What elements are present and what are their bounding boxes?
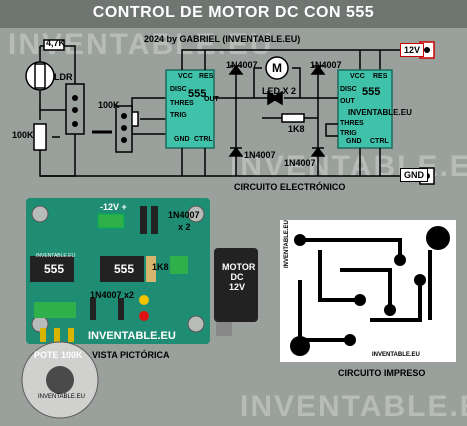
pot-label-left: 100K (12, 130, 34, 140)
pcb-side-text: INVENTABLE.EU (284, 220, 290, 268)
pictorial-12v: -12V + (100, 202, 127, 212)
ic1-vcc: VCC (178, 73, 193, 80)
pcb-caption: CIRCUITO IMPRESO (338, 368, 426, 378)
pictorial-diode-count: x 2 (178, 222, 191, 232)
ic2-out: OUT (340, 98, 355, 105)
schematic-diagram (25, 39, 435, 185)
gnd-label: GND (400, 168, 428, 182)
pictorial-brand: INVENTABLE.EU (88, 330, 176, 342)
ic2-trig: TRIG (340, 130, 357, 137)
pictorial-ic-left: 555 (44, 262, 65, 276)
title-bar (0, 0, 467, 28)
pictorial-pot-brand: INVENTABLE.EU (38, 394, 85, 400)
pcb-traces (290, 226, 450, 356)
motor-symbol-label: M (272, 61, 282, 75)
ic1-name: 555 (188, 88, 207, 100)
pot-label: 100K (98, 100, 120, 110)
pictorial-ic-right: 555 (114, 262, 135, 276)
ic1-gnd: GND (174, 136, 190, 143)
diode-label-top-right: 1N4007 (310, 60, 342, 70)
schematic-caption: CIRCUITO ELECTRÓNICO (234, 182, 346, 192)
ic1-ctrl: CTRL (194, 136, 213, 143)
supply-12v-label: 12V (400, 43, 425, 57)
ic2-disc: DISC (340, 86, 357, 93)
diode-label-bottom-right: 1N4007 (284, 158, 316, 168)
ic2-res: RES (373, 73, 388, 80)
ic1-disc: DISC (170, 86, 187, 93)
pictorial-illustration (21, 205, 258, 419)
pictorial-diode-x2: 1N4007 x2 (90, 290, 135, 300)
pictorial-caption: VISTA PICTÓRICA (92, 350, 170, 360)
pictorial-1k8: 1K8 (152, 262, 169, 272)
diode-label-top-left: 1N4007 (226, 60, 258, 70)
resistor-1k8-label: 1K8 (288, 124, 305, 134)
ic2-thres: THRES (340, 120, 364, 127)
pcb-bottom-text: INVENTABLE.EU (372, 352, 420, 358)
ic1-res: RES (199, 73, 214, 80)
ic2-brand: INVENTABLE.EU (348, 108, 412, 117)
ldr-label: LDR (54, 72, 73, 82)
pictorial-motor: MOTOR DC 12V (222, 262, 256, 292)
pictorial-diode-label: 1N4007 (168, 210, 200, 220)
pictorial-pot: POTE 100K (34, 350, 83, 360)
resistor-label: 4,7K (46, 38, 66, 48)
ic2-gnd: GND (346, 138, 362, 145)
ic1-trig: TRIG (170, 112, 187, 119)
page-title: CONTROL DE MOTOR DC CON 555 (92, 4, 375, 21)
ic1-thres: THRES (170, 100, 194, 107)
ic2-ctrl: CTRL (370, 138, 389, 145)
credit-line: 2024 by GABRIEL (INVENTABLE.EU) (144, 34, 301, 44)
led-label: LED X 2 (262, 86, 297, 96)
ic2-vcc: VCC (350, 73, 365, 80)
ic2-name: 555 (362, 86, 381, 98)
pictorial-ic-brand: INVENTABLE.EU (36, 253, 76, 259)
watermark: INVENTABLE.EU (240, 390, 467, 423)
ic1-out: OUT (204, 96, 219, 103)
diode-label-bottom-left: 1N4007 (244, 150, 276, 160)
